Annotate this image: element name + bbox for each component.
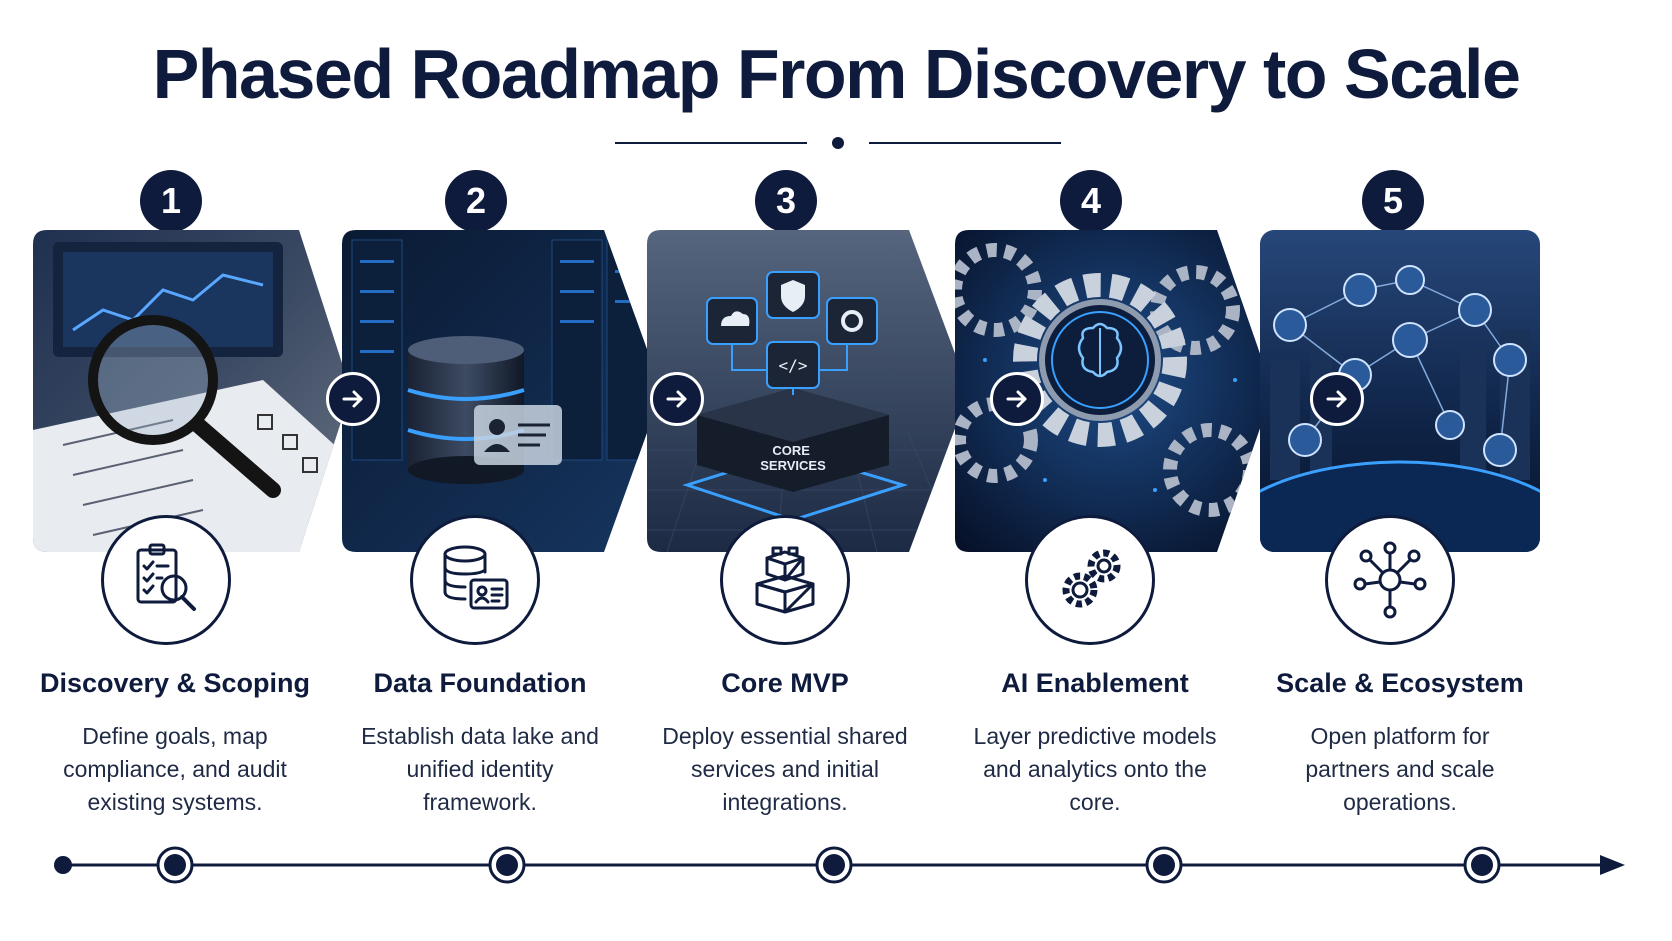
phase-image-data-foundation [342, 230, 662, 552]
phase-image-scale-ecosystem [1260, 230, 1540, 552]
gears-icon [1025, 515, 1155, 645]
phase-number: 4 [1060, 170, 1122, 232]
core-services-label-line-1: CORE [772, 443, 810, 458]
core-services-label-line-2: SERVICES [760, 458, 826, 473]
timeline-marker-1 [156, 846, 194, 884]
phase-number: 2 [445, 170, 507, 232]
building-blocks-icon [720, 515, 850, 645]
phase-title: Scale & Ecosystem [1276, 668, 1524, 698]
timeline-start-dot [54, 856, 72, 874]
phase-title: Discovery & Scoping [39, 668, 311, 698]
phase-3: 3 [635, 170, 969, 830]
next-arrow-2-3 [650, 372, 704, 426]
database-id-card-icon [410, 515, 540, 645]
arrow-right-icon [1006, 390, 1027, 408]
arrow-right-icon [666, 390, 687, 408]
phase-description: Define goals, map compliance, and audit … [63, 723, 287, 815]
phase-description: Establish data lake and unified identity… [361, 723, 599, 815]
phase-4: 4 [945, 170, 1273, 830]
timeline-marker-5 [1463, 846, 1501, 884]
timeline [54, 846, 1625, 884]
next-arrow-1-2 [326, 372, 380, 426]
title-divider [615, 137, 1061, 149]
phase-5: 5 [1250, 170, 1550, 830]
network-hub-icon [1325, 515, 1455, 645]
timeline-arrowhead [1600, 855, 1625, 875]
phase-number: 3 [755, 170, 817, 232]
timeline-marker-4 [1145, 846, 1183, 884]
phase-description: Layer predictive models and analytics on… [973, 723, 1217, 815]
phase-description: Open platform for partners and scale ope… [1305, 723, 1495, 815]
phase-number: 1 [140, 170, 202, 232]
phase-title: Data Foundation [373, 668, 587, 698]
arrow-right-icon [342, 390, 363, 408]
svg-text:CORE SERVICES: CORE SERVICES [760, 443, 826, 473]
page-title: Phased Roadmap From Discovery to Scale [152, 35, 1521, 113]
phase-description: Deploy essential shared services and ini… [662, 723, 908, 815]
timeline-marker-2 [488, 846, 526, 884]
next-arrow-3-4 [990, 372, 1044, 426]
phase-title: Core MVP [721, 668, 849, 698]
phase-image-discovery [33, 230, 351, 552]
phase-1: 1 [25, 170, 351, 830]
svg-text:</>: </> [779, 356, 808, 375]
phase-number: 5 [1362, 170, 1424, 232]
timeline-marker-3 [815, 846, 853, 884]
phase-title: AI Enablement [1001, 668, 1189, 698]
next-arrow-4-5 [1310, 372, 1364, 426]
arrow-right-icon [1326, 390, 1347, 408]
checklist-magnifier-icon [101, 515, 231, 645]
phase-2: 2 [330, 170, 662, 830]
